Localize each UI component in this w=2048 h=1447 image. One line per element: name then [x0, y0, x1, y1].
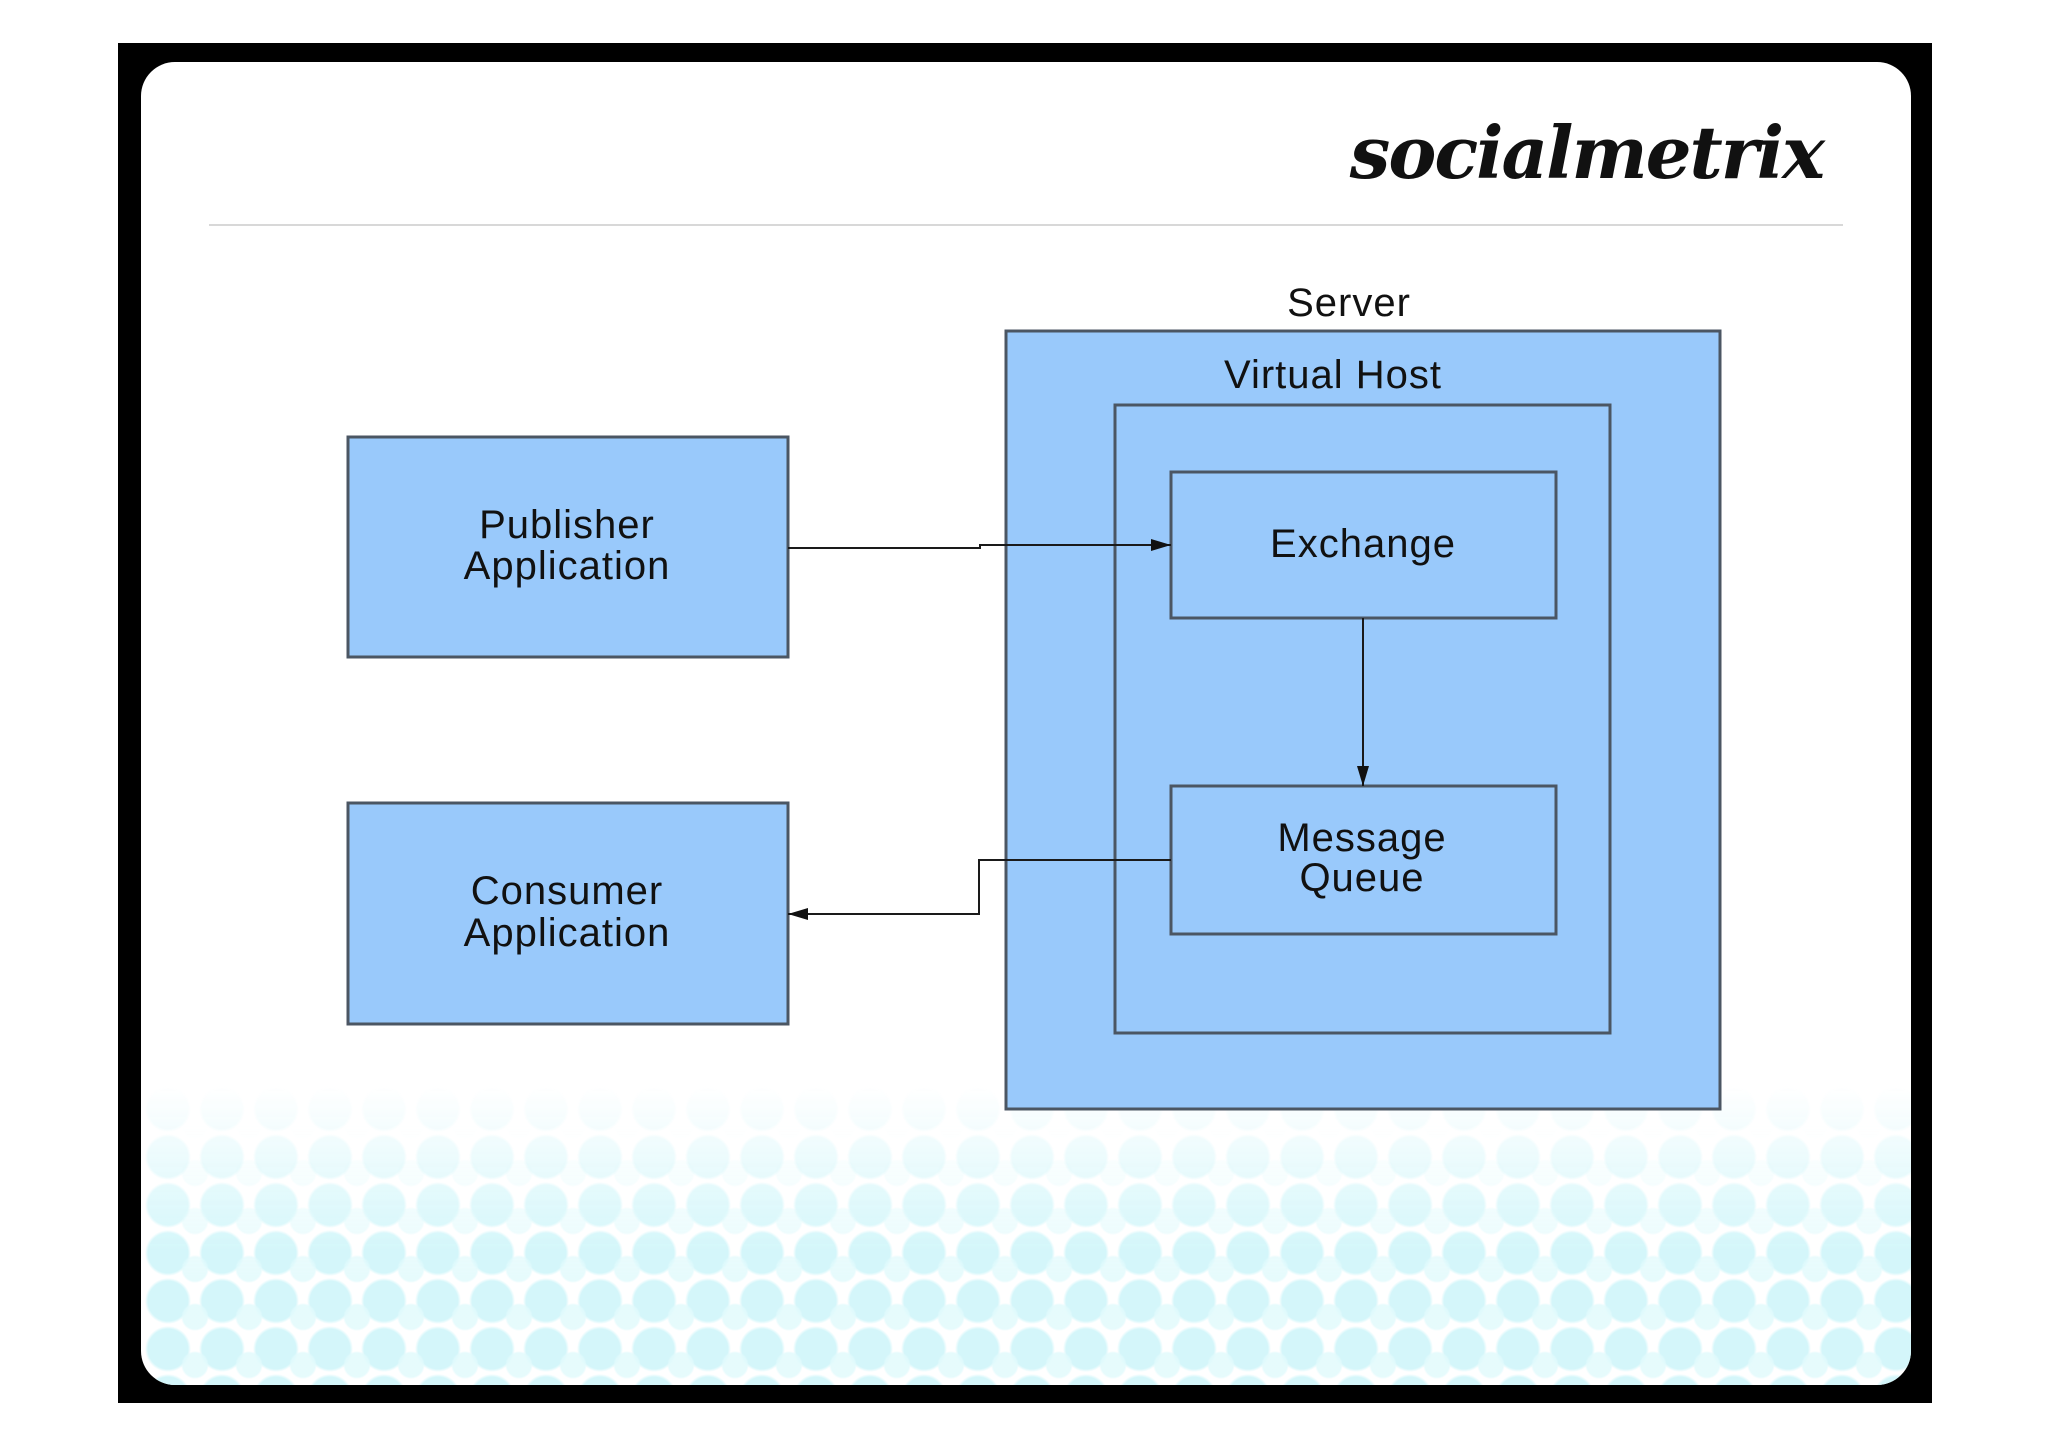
exchange-box: [1169, 470, 1558, 620]
virtual-host-label: Virtual Host: [1224, 353, 1442, 397]
consumer-box: [346, 801, 790, 1026]
message-queue-box: [1169, 784, 1558, 936]
consumer-label-line2: Application: [464, 911, 671, 955]
publisher-box: [346, 435, 790, 659]
brand-logo: socialmetrix: [1349, 110, 1825, 195]
exchange-label: Exchange: [1270, 522, 1456, 566]
message-queue-label-line1: Message: [1277, 816, 1446, 860]
consumer-label-line1: Consumer: [471, 869, 664, 913]
decorative-pattern-overlay: [168, 1125, 1911, 1385]
server-label: Server: [1287, 281, 1411, 325]
header-divider: [209, 224, 1843, 226]
edge-queue-to-consumer: [788, 859, 1171, 920]
message-queue-label-line2: Queue: [1299, 856, 1424, 900]
publisher-label-line1: Publisher: [479, 503, 655, 547]
edge-publisher-to-exchange: [788, 539, 1171, 551]
publisher-label-line2: Application: [464, 544, 671, 588]
